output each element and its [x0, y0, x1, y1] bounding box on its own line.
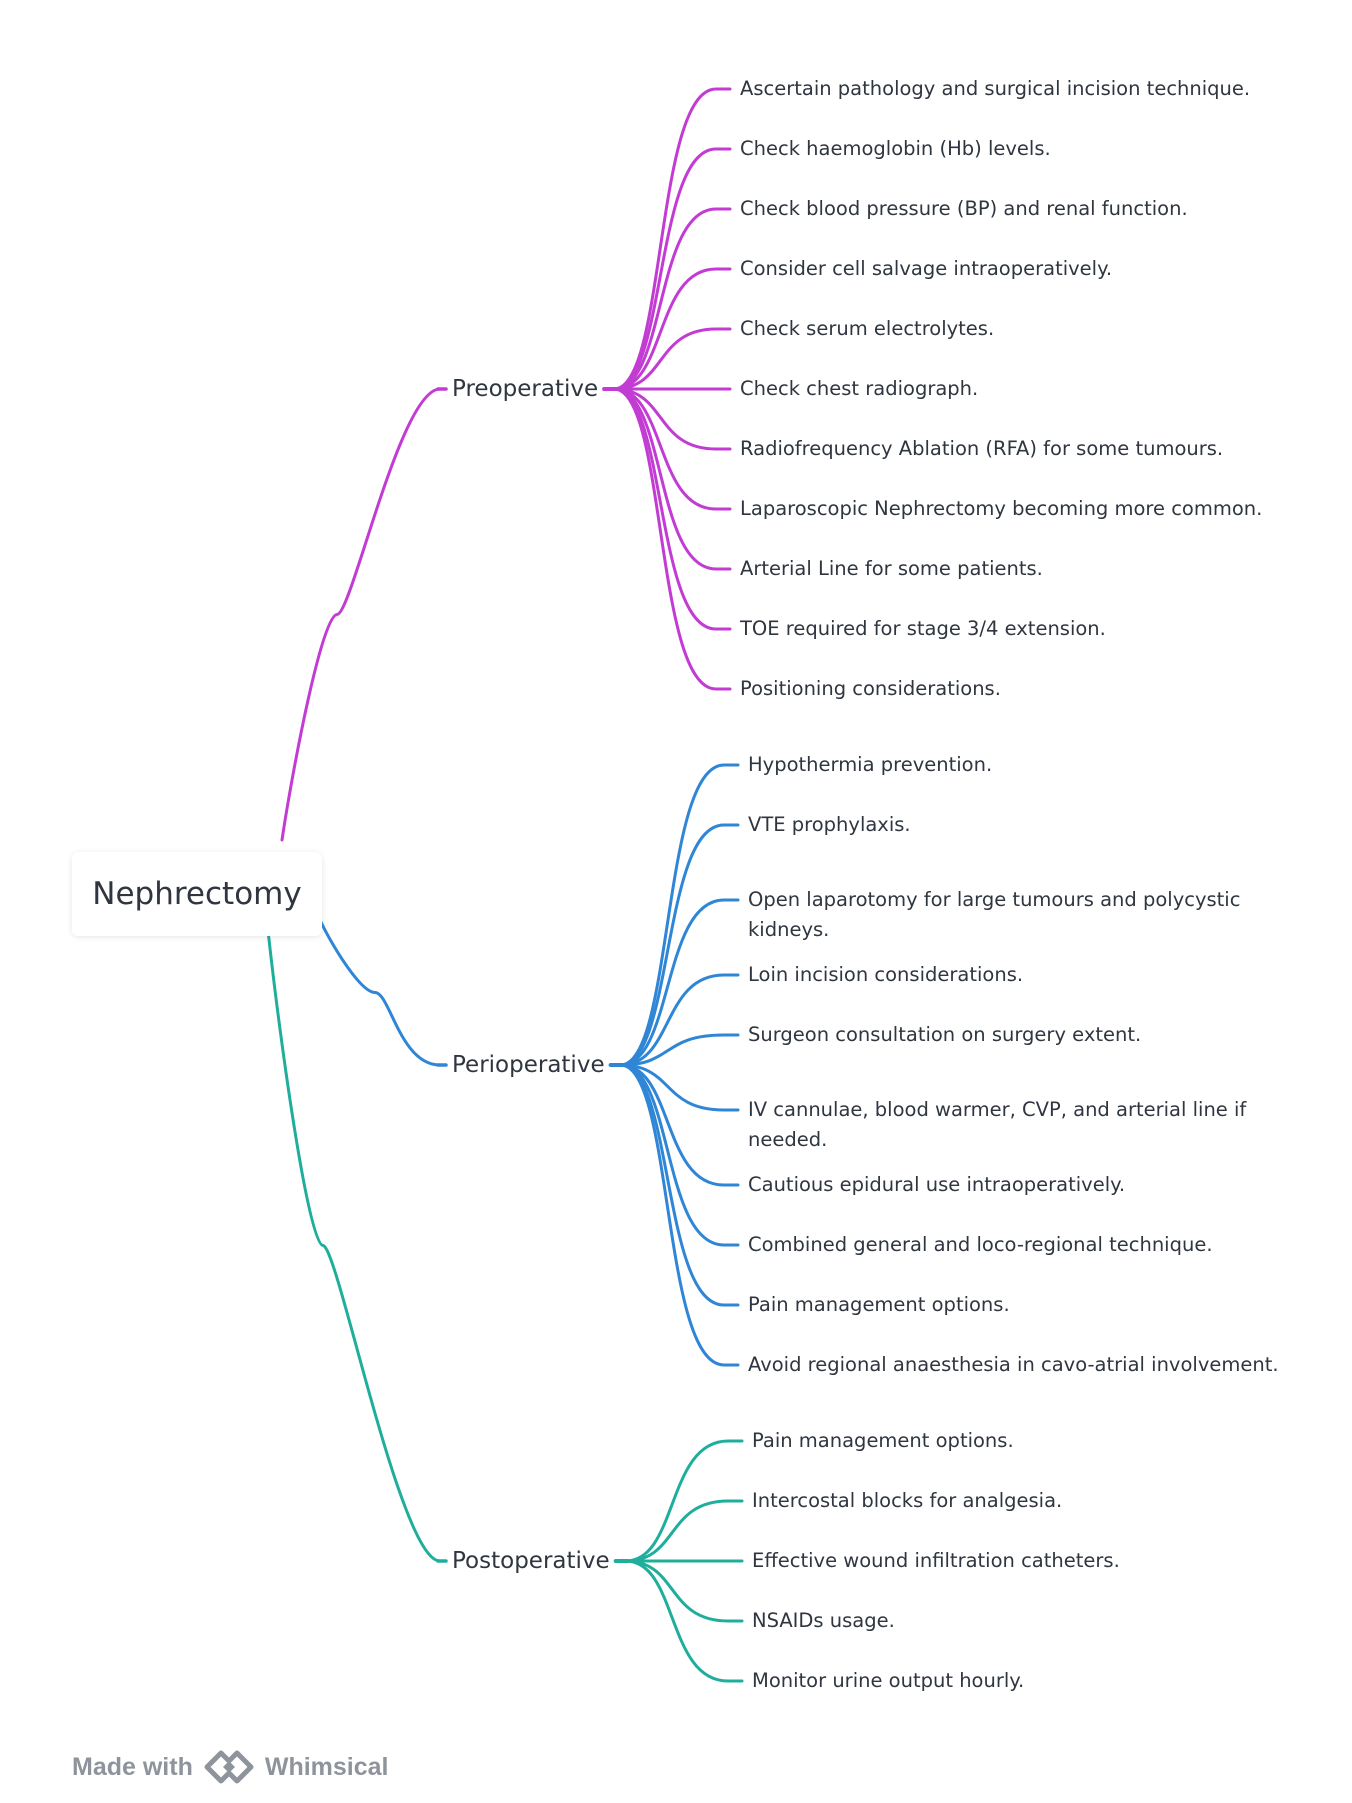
branch-label: Perioperative: [452, 1052, 605, 1078]
leaf-connector: [612, 387, 732, 691]
leaf-connector: [619, 1033, 740, 1067]
leaf-connector: [619, 1063, 740, 1247]
leaf-item[interactable]: Pain management options.: [748, 1293, 1010, 1316]
leaf-connector: [619, 763, 740, 1067]
leaf-item[interactable]: Arterial Line for some patients.: [740, 557, 1043, 580]
leaf-item[interactable]: Loin incision considerations.: [748, 963, 1024, 986]
leaf-item[interactable]: Effective wound infiltration catheters.: [752, 1549, 1120, 1572]
leaf-item[interactable]: Positioning considerations.: [740, 677, 1001, 700]
leaf-connector: [612, 387, 732, 511]
branch-preoperative[interactable]: Preoperative: [452, 374, 598, 404]
leaf-connector: [612, 267, 732, 391]
branch-postoperative[interactable]: Postoperative: [452, 1546, 610, 1576]
leaf-item[interactable]: Surgeon consultation on surgery extent.: [748, 1023, 1142, 1046]
leaf-connector: [624, 1559, 744, 1623]
leaf-connector: [619, 1063, 740, 1367]
branch-connector: [318, 918, 442, 1067]
whimsical-brand-label: Whimsical: [264, 1752, 389, 1781]
leaf-item[interactable]: Consider cell salvage intraoperatively.: [740, 257, 1113, 280]
leaf-connector: [612, 327, 732, 391]
leaf-item[interactable]: Cautious epidural use intraoperatively.: [748, 1173, 1126, 1196]
leaf-item[interactable]: Radiofrequency Ablation (RFA) for some t…: [740, 437, 1224, 460]
root-node[interactable]: Nephrectomy: [72, 852, 322, 936]
leaf-connector: [619, 1063, 740, 1187]
leaf-connector: [619, 898, 740, 1067]
leaf-item[interactable]: Pain management options.: [752, 1429, 1014, 1452]
branch-perioperative[interactable]: Perioperative: [452, 1050, 605, 1080]
leaf-connector: [612, 387, 732, 571]
made-with-label: Made with: [72, 1752, 193, 1781]
leaf-item[interactable]: Check chest radiograph.: [740, 377, 979, 400]
leaf-item[interactable]: Check blood pressure (BP) and renal func…: [740, 197, 1188, 220]
made-with-footer[interactable]: Made with Whimsical: [72, 1747, 389, 1787]
branch-connector: [266, 928, 442, 1563]
leaf-item[interactable]: Hypothermia prevention.: [748, 753, 993, 776]
leaf-connector: [612, 87, 732, 391]
whimsical-logo-icon: [204, 1750, 254, 1784]
leaf-item[interactable]: Open laparotomy for large tumours and po…: [748, 888, 1241, 941]
leaf-connector: [624, 1499, 744, 1563]
leaf-item[interactable]: Laparoscopic Nephrectomy becoming more c…: [740, 497, 1263, 520]
leaf-connector: [612, 147, 732, 391]
leaf-item[interactable]: VTE prophylaxis.: [748, 813, 911, 836]
leaf-connector: [624, 1439, 744, 1563]
leaf-item[interactable]: Check serum electrolytes.: [740, 317, 995, 340]
leaf-item[interactable]: Check haemoglobin (Hb) levels.: [740, 137, 1051, 160]
leaf-item[interactable]: NSAIDs usage.: [752, 1609, 895, 1632]
leaf-connector: [619, 973, 740, 1067]
leaf-connector: [619, 1063, 740, 1112]
leaf-item[interactable]: Intercostal blocks for analgesia.: [752, 1489, 1063, 1512]
leaf-connector: [612, 387, 732, 451]
leaf-item[interactable]: Avoid regional anaesthesia in cavo-atria…: [748, 1353, 1279, 1376]
leaf-connector: [612, 207, 732, 391]
leaf-item[interactable]: TOE required for stage 3/4 extension.: [740, 617, 1106, 640]
leaf-connector: [624, 1559, 744, 1683]
leaf-connector: [619, 823, 740, 1067]
leaf-item[interactable]: Monitor urine output hourly.: [752, 1669, 1025, 1692]
leaf-item[interactable]: IV cannulae, blood warmer, CVP, and arte…: [748, 1098, 1247, 1151]
leaf-item[interactable]: Combined general and loco-regional techn…: [748, 1233, 1213, 1256]
leaf-item[interactable]: Ascertain pathology and surgical incisio…: [740, 77, 1251, 100]
branch-label: Postoperative: [452, 1548, 610, 1574]
root-label: Nephrectomy: [92, 876, 302, 912]
branch-label: Preoperative: [452, 376, 599, 402]
branch-connector: [280, 387, 442, 842]
